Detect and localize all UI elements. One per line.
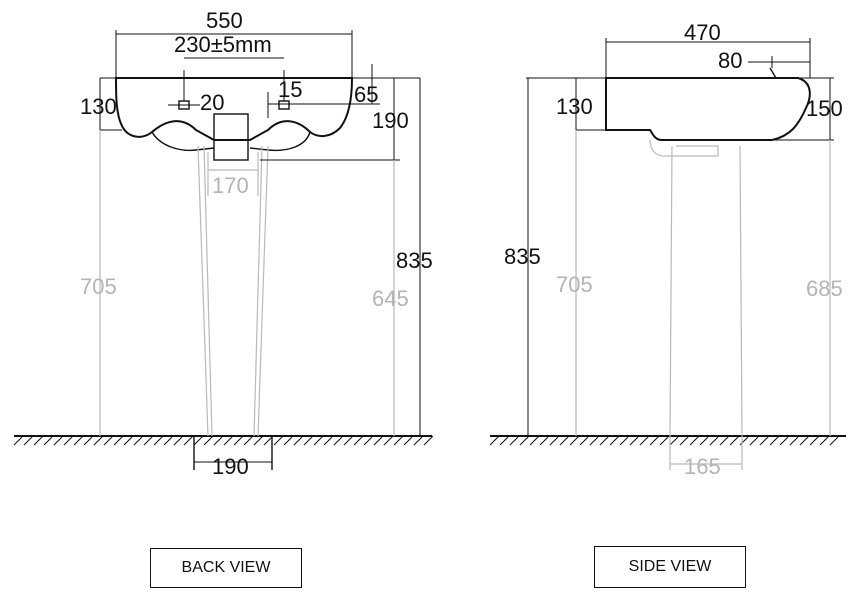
side-dim-overall-height: 835 bbox=[504, 244, 541, 269]
back-dim-hole-offset: 15 bbox=[278, 77, 302, 102]
back-dim-hole-from-edge: 65 bbox=[354, 82, 378, 107]
side-dim-rim-height: 130 bbox=[556, 94, 593, 119]
back-dim-floor-to-underside: 705 bbox=[80, 274, 117, 299]
back-tap-hole-right bbox=[278, 100, 290, 110]
side-dim-floor-to-underside: 705 bbox=[556, 272, 593, 297]
side-dim-back-offset: 80 bbox=[718, 48, 742, 73]
side-dim-depth: 470 bbox=[684, 20, 721, 45]
side-dim-pedestal-height: 685 bbox=[806, 276, 843, 301]
back-pedestal-top bbox=[213, 113, 249, 161]
back-floor-hatch bbox=[13, 435, 434, 446]
back-dim-hole-diameter: 20 bbox=[200, 90, 224, 115]
back-dim-pedestal-height: 645 bbox=[372, 286, 409, 311]
back-dim-pedestal-top-width: 170 bbox=[212, 173, 249, 198]
side-pedestal bbox=[669, 145, 743, 437]
back-dim-width: 550 bbox=[206, 8, 243, 33]
side-floor-hatch bbox=[489, 435, 840, 446]
side-view-label: SIDE VIEW bbox=[594, 546, 746, 588]
side-trap bbox=[649, 139, 719, 157]
back-dim-rim-height: 130 bbox=[80, 94, 117, 119]
back-pedestal bbox=[197, 145, 269, 437]
back-view-label: BACK VIEW bbox=[150, 548, 302, 588]
side-dim-pedestal-base-depth: 165 bbox=[684, 454, 721, 479]
side-dim-front-height: 150 bbox=[806, 96, 843, 121]
back-basin-outline bbox=[114, 77, 354, 141]
side-basin-outline bbox=[605, 77, 811, 141]
back-view-drawing: 550 230±5mm 15 20 130 65 190 170 835 705… bbox=[13, 8, 434, 479]
side-basin-back-lip bbox=[769, 67, 777, 79]
back-dim-bowl-depth: 190 bbox=[372, 108, 409, 133]
side-view-drawing: 470 80 130 150 835 705 685 165 bbox=[489, 20, 846, 479]
back-dim-pedestal-base-width: 190 bbox=[212, 454, 249, 479]
back-dim-overall-height: 835 bbox=[396, 248, 433, 273]
back-basin-bowl bbox=[151, 131, 311, 152]
back-dim-tap-spacing: 230±5mm bbox=[174, 32, 272, 57]
